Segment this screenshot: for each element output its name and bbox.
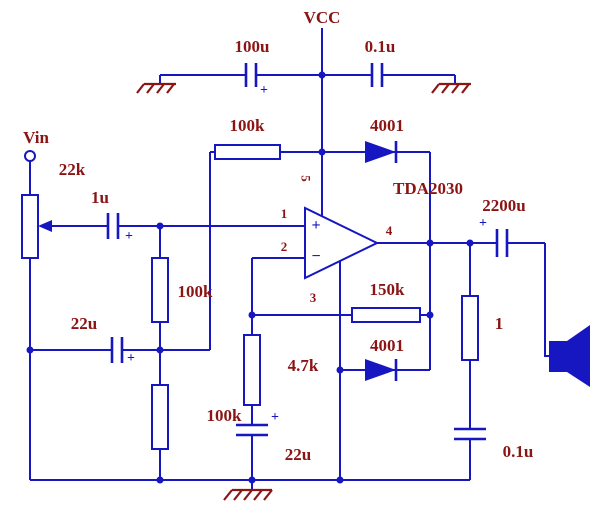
cap-0.1u-top-label: 0.1u [364,37,396,56]
resistor-feedback-ground [243,334,261,406]
res-100k-bottom-label: 100k [206,406,242,425]
ground-symbol-bottom [223,488,273,501]
pin3-label: 3 [309,290,317,305]
speaker-icon [549,325,590,387]
pin4-label: 4 [385,223,393,238]
capacitor-22u-left [110,337,124,363]
vcc-label: VCC [303,8,341,27]
ground-symbol-top-left [136,82,176,94]
diode-bottom [365,359,398,381]
junction-dots [26,71,474,484]
plus-mark-22u-bottom: + [271,410,279,425]
plus-mark-100u: + [260,83,268,98]
capacitor-22u-bottom [236,423,268,437]
diode-top [365,141,398,163]
pot-22k-label: 22k [58,160,86,179]
res-150k-label: 150k [369,280,405,299]
ic-part-label: TDA2030 [393,179,463,198]
diode-top-label: 4001 [370,116,404,135]
plus-mark-1u: + [125,229,133,244]
opamp-triangle [304,206,380,280]
capacitor-2200u-output [495,229,509,257]
cap-1u-label: 1u [91,188,109,207]
pin1-label: 1 [280,206,288,221]
cap-2200u-label: 2200u [482,196,526,215]
plus-mark-2200u: + [479,216,487,231]
capacitor-100u [244,63,258,87]
resistor-bias-mid [151,257,169,323]
opamp-plus-sign: + [311,217,321,234]
cap-0.1u-bottom-label: 0.1u [502,442,534,461]
cap-22u-bottom-label: 22u [284,445,312,464]
vin-label: Vin [23,128,49,147]
resistor-feedback [351,307,421,323]
capacitor-0.1u-top [370,63,384,87]
pin2-label: 2 [280,239,288,254]
potentiometer-body [21,194,39,259]
res-100k-top-label: 100k [229,116,265,135]
diode-bottom-label: 4001 [370,336,404,355]
cap-22u-left-label: 22u [70,314,98,333]
vin-terminal [24,150,36,162]
ground-symbol-top-right [431,82,471,94]
capacitor-0.1u-bottom [454,427,486,441]
cap-100u-label: 100u [234,37,270,56]
res-1-zobel-label: 1 [494,314,504,333]
capacitor-1u-input [106,213,120,239]
resistor-bias-bottom [151,384,169,450]
res-4.7k-label: 4.7k [287,356,319,375]
resistor-bias-top [214,144,281,160]
res-100k-mid-label: 100k [177,282,213,301]
wires [29,28,549,490]
opamp-minus-sign: − [311,248,321,265]
plus-mark-22u-left: + [127,351,135,366]
pin5-label: 5 [298,175,314,182]
resistor-zobel [461,295,479,361]
pot-wiper-arrow [38,220,52,232]
